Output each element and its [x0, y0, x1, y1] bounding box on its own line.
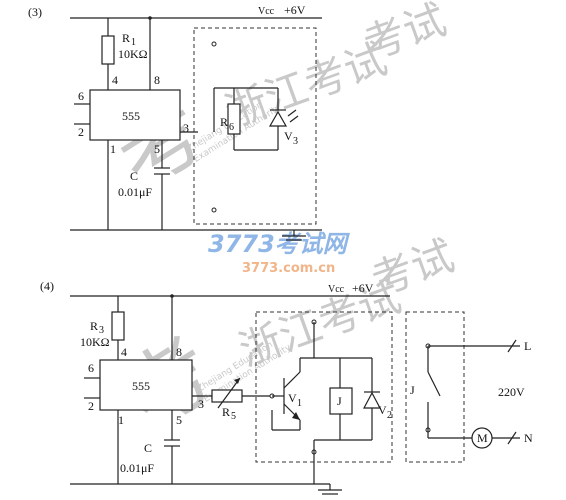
pin-6-label-3: 6: [78, 89, 84, 103]
cap-name-3: C: [130, 169, 138, 183]
watermark-brand: 3773考试网: [208, 230, 351, 258]
relay-label: J: [337, 394, 342, 408]
watermark-text2-bottom: 考试: [365, 231, 461, 306]
cap-name-4: C: [144, 441, 152, 455]
r3-value: 10KΩ: [80, 335, 110, 349]
resistor-r3: [111, 311, 125, 341]
pin-2-label-3: 2: [78, 125, 84, 139]
cap-value-4: 0.01μF: [120, 461, 154, 475]
relay-coil-j: [329, 387, 353, 415]
r5-sub: 5: [231, 411, 236, 422]
pin-3-label-4: 3: [198, 397, 204, 411]
led-arrow-2: [289, 115, 299, 123]
pin-4-label-4: 4: [121, 345, 127, 359]
circuit-4: (4) Vcc +6V R 3 10KΩ 555 4 8 6 2 3 1 5: [40, 279, 533, 495]
r1-value: 10KΩ: [118, 47, 148, 61]
vcc-label-4: Vcc: [328, 284, 345, 295]
sensor-module-3: [193, 27, 317, 225]
pin-2-label-4: 2: [88, 399, 94, 413]
chip-555-3: [89, 89, 181, 141]
r6-name: R: [220, 115, 228, 129]
resistor-r1: [101, 35, 115, 65]
switch-module-4: [405, 311, 465, 463]
pin-6-label-4: 6: [88, 361, 94, 375]
vcc-label-3: Vcc: [258, 6, 275, 17]
switch-label: J: [410, 383, 415, 397]
v1-sub: 1: [297, 398, 302, 409]
v3-name: V: [284, 129, 293, 143]
watermark-text2-top: 考试: [357, 0, 453, 69]
pin-8-label-3: 8: [154, 73, 160, 87]
circuit-3-tag: (3): [28, 5, 42, 19]
v1-name: V: [288, 391, 297, 405]
relay-switch-contact: [427, 371, 441, 397]
v2-name: V: [378, 403, 387, 417]
mains-voltage-label: 220V: [498, 385, 525, 399]
circuit-4-tag: (4): [40, 279, 54, 293]
r5-name: R: [222, 405, 230, 419]
driver-module-4: [255, 311, 393, 463]
v3-sub: 3: [293, 136, 298, 147]
r6-sub: 6: [229, 122, 234, 133]
pin-5-label-4: 5: [176, 413, 182, 427]
led-arrow-1: [287, 109, 297, 117]
line-l-label: L: [524, 339, 531, 353]
r1-name: R: [122, 31, 130, 45]
pin-1-label-4: 1: [118, 413, 124, 427]
r5-adjust-arrow: [217, 377, 241, 409]
pin-3-label-3: 3: [183, 121, 189, 135]
r1-sub: 1: [131, 37, 136, 48]
vcc-value-3: +6V: [284, 3, 306, 17]
chip-label-4: 555: [132, 379, 150, 393]
chip-555-4: [99, 359, 193, 411]
motor-label: M: [477, 431, 488, 445]
watermark-site: 3773.com.cn: [242, 261, 335, 276]
vcc-value-4: +6V: [352, 281, 374, 295]
pin-8-label-4: 8: [176, 345, 182, 359]
r3-name: R: [90, 319, 98, 333]
circuit-3: (3) Vcc +6V R 1 10KΩ 555 4 8 6 2 3 1 5: [28, 3, 322, 241]
cap-value-3: 0.01μF: [118, 185, 152, 199]
pin-5-label-3: 5: [154, 142, 160, 156]
pin-4-label-3: 4: [112, 73, 118, 87]
r3-sub: 3: [99, 325, 104, 336]
pin-1-label-3: 1: [110, 142, 116, 156]
v2-sub: 2: [387, 410, 392, 421]
line-n-label: N: [524, 431, 533, 445]
chip-label-3: 555: [122, 109, 140, 123]
